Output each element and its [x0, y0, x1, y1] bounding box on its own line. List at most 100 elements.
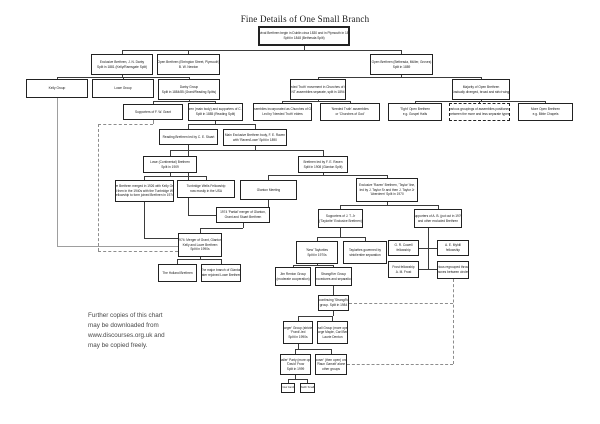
small-group-box: Small Group (more open)George Maple, Car… [317, 321, 348, 344]
connector-segment [200, 257, 201, 259]
connector-segment [419, 269, 437, 270]
taylor-brethren-box: Exclusive 'Raven' Brethren, 'Taylor' lin… [356, 178, 418, 202]
node-text-line: Majority of Open Brethren [462, 84, 500, 89]
connector-segment [189, 100, 190, 101]
kelly-group-box: Kelly Group [26, 79, 88, 98]
node-text-line: Kelly and Lowe Brethren [182, 242, 218, 247]
connector-segment [415, 101, 545, 102]
node-text-line: Open Brethren (Bethesda, Müller, Groves) [371, 59, 432, 64]
connector-segment [323, 173, 324, 175]
connector-segment [401, 75, 402, 77]
reading-brethren-box: Reading Brethren led by C. E. Stuart [159, 129, 218, 145]
connector-segment [481, 100, 482, 101]
between-types-box: various groupings of assemblies position… [449, 103, 510, 121]
node-text-line: George Maple, Carl Beech [317, 330, 347, 335]
node-text-line: and other excluded Brethren [417, 218, 459, 223]
looser-ones-box: 'Looser' (then open) ones'Raun Garratt' … [315, 354, 347, 375]
node-text-line: 'Smaller' Party (more open) [281, 357, 311, 362]
connector-segment [188, 124, 189, 129]
connector-segment [333, 311, 334, 316]
connector-segment [333, 265, 334, 267]
connector-segment [268, 175, 387, 176]
connector-segment [288, 379, 289, 383]
connector-segment [401, 50, 402, 54]
frow-camb-box: Frow Camb [281, 383, 295, 393]
node-text-line: group. Split in 1984 [319, 303, 348, 307]
connector-segment [144, 176, 145, 180]
node-text-line: various regrouped through [438, 265, 469, 270]
node-text-line: Revival Brethren begin in Dublin circa 1… [258, 31, 350, 36]
connector-segment [332, 316, 333, 321]
node-text-line: now mostly in the USA [189, 189, 223, 193]
connector-segment [215, 101, 216, 103]
connector-segment [298, 316, 332, 317]
node-text-line: Supporters of A. B. (put out in 1970) [414, 213, 462, 218]
connector-segment [215, 121, 216, 124]
connector-segment [98, 124, 153, 125]
node-text-line: 'David' Frow [286, 362, 305, 367]
renton-group-box: Jim Renton Group(moderate cooperation) [275, 267, 311, 286]
connector-segment [243, 223, 244, 228]
open-brethren-box: Open Brethren (Bethesda, Müller, Groves)… [370, 54, 433, 75]
node-text-line: e.g. Bible Chapels [532, 112, 559, 116]
node-text-line: Glanton Meeting [256, 187, 281, 192]
node-text-line: Split in 1990s [288, 334, 308, 339]
node-text-line: fellowship to form joined Brethren in 19… [115, 193, 174, 198]
connector-segment [153, 101, 215, 102]
footer-line: www.discourses.org.uk and [88, 332, 165, 339]
connector-segment [255, 146, 256, 150]
node-text-line: Split in 1881 (Kelly/Ramsgate Split) [97, 64, 147, 69]
footer-line: may be copied freely. [88, 342, 148, 349]
node-text-line: later rejoined Lowe Brethren [201, 273, 241, 277]
grant-supporters-box: Supporters of F. W. Grant [123, 104, 183, 120]
connector-segment [333, 286, 334, 295]
glanton-meeting-box: Glanton Meeting [240, 180, 297, 200]
connector-segment [304, 46, 305, 50]
node-text-line: Split in 1999 [286, 366, 305, 371]
node-text-line: Split in 1990s [190, 247, 210, 252]
connector-segment [123, 77, 124, 79]
node-text-line: Taylorites governed by [349, 247, 381, 252]
connector-segment [317, 237, 318, 241]
node-text-line: Supporters of F. W. Grant [135, 109, 171, 114]
connector-segment [98, 251, 178, 252]
node-text-line: or 'Churches of God' [335, 112, 365, 116]
connector-segment [144, 238, 178, 239]
connector-segment [188, 124, 255, 125]
connector-segment [268, 200, 269, 207]
connector-segment [188, 215, 216, 216]
node-text-line: (moderate cooperation) [276, 276, 310, 281]
node-text-line: The Holland Brethren [162, 270, 193, 275]
node-text-line: Split in 1909 [161, 164, 179, 169]
node-text-line: A. M. Frost [395, 269, 412, 274]
node-text-line: 'Tight' Open Brethren [400, 107, 430, 112]
node-text-line: Lowe Brethren merged in 1926 with Kelly … [116, 184, 174, 189]
node-text-line: e.g. Gospel Halls [402, 112, 428, 116]
node-text-line: 'Frank'-led [290, 330, 306, 335]
connector-segment [144, 202, 145, 238]
node-text-line: Lowe Group [114, 86, 132, 91]
node-text-line: Keith Small [300, 386, 315, 390]
churches-of-god-box: Assemblies incorporated as Churches of G… [253, 103, 312, 121]
node-text-line: Exclusive 'Raven' Brethren, 'Taylor' lin… [358, 183, 416, 188]
connector-segment [282, 101, 350, 102]
connector-segment [200, 228, 243, 229]
connector-segment [144, 176, 206, 177]
newton-group-box: Open Brethren (Ebrington Street, Plymout… [157, 54, 220, 75]
node-text-line: Grant and Stuart Brethren [224, 215, 262, 219]
node-text-line: and then in the 1940s with the Tunbridge… [116, 188, 173, 193]
connector-segment [170, 173, 171, 176]
node-text-line: 'Aberdeen' Split in 1970 [370, 192, 404, 197]
node-text-line: between the more and less separate types [449, 112, 510, 116]
smaller-party-box: 'Smaller' Party (more open)'David' FrowS… [280, 354, 311, 375]
connector-segment [318, 100, 319, 101]
connector-segment [295, 349, 296, 354]
